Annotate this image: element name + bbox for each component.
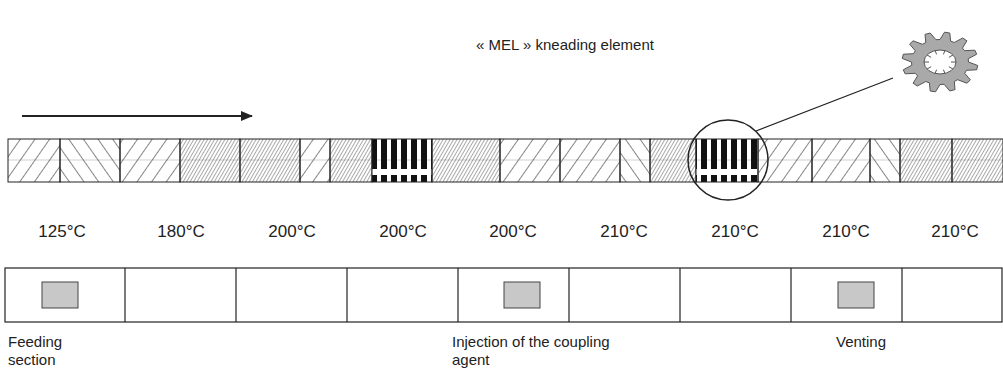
zone-temperature: 210°C bbox=[600, 222, 647, 242]
gear-icon bbox=[902, 32, 977, 92]
screw-element bbox=[500, 139, 560, 182]
gear-outline bbox=[902, 32, 977, 92]
port-square bbox=[42, 282, 78, 308]
screw-element bbox=[330, 139, 372, 182]
screw-element bbox=[432, 139, 500, 182]
section-label: Injection of the coupling agent bbox=[452, 333, 627, 369]
section-label: Venting bbox=[836, 333, 886, 351]
screw-element bbox=[696, 139, 758, 182]
zone-divider bbox=[568, 268, 569, 322]
zone-temperature: 180°C bbox=[157, 222, 204, 242]
zone-temperature: 210°C bbox=[931, 222, 978, 242]
gear-spline bbox=[935, 70, 937, 74]
gear-spline bbox=[927, 67, 931, 69]
gear-spline bbox=[924, 62, 929, 63]
zone-divider bbox=[901, 268, 902, 322]
zone-divider bbox=[124, 268, 125, 322]
gear-spline bbox=[949, 67, 953, 69]
zone-temperature: 200°C bbox=[379, 222, 426, 242]
screw-element bbox=[372, 139, 432, 182]
barrel-zones bbox=[5, 268, 1002, 322]
screw-element bbox=[180, 139, 240, 182]
port-square bbox=[504, 282, 540, 308]
screw-element bbox=[620, 139, 650, 182]
port-square bbox=[838, 282, 874, 308]
section-label: Feeding section bbox=[8, 333, 88, 369]
gear-bore bbox=[924, 50, 956, 74]
zone-divider bbox=[235, 268, 236, 322]
highlight-circle bbox=[688, 120, 768, 200]
screw-element bbox=[60, 139, 120, 182]
zone-divider bbox=[346, 268, 347, 322]
zone-temperature: 200°C bbox=[268, 222, 315, 242]
screw-element bbox=[870, 139, 900, 182]
screw-element bbox=[812, 139, 870, 182]
zone-temperature: 210°C bbox=[711, 222, 758, 242]
gear-spline bbox=[935, 51, 937, 55]
screw-element bbox=[900, 139, 952, 182]
screw-profile bbox=[8, 139, 1003, 182]
screw-axis bbox=[8, 160, 1003, 161]
gear-spline bbox=[927, 55, 931, 57]
screw-element bbox=[120, 139, 180, 182]
zone-temperature: 125°C bbox=[38, 222, 85, 242]
gear-spline bbox=[949, 55, 953, 57]
screw-element bbox=[758, 139, 812, 182]
flow-arrow bbox=[22, 115, 252, 117]
gear-spline bbox=[943, 51, 945, 55]
zone-divider bbox=[457, 268, 458, 322]
screw-element bbox=[300, 139, 330, 182]
screw-element bbox=[240, 139, 300, 182]
gear-spline bbox=[951, 62, 956, 63]
zone-divider bbox=[679, 268, 680, 322]
zone-divider bbox=[790, 268, 791, 322]
gear-spline bbox=[943, 70, 945, 74]
screw-element bbox=[8, 139, 60, 182]
screw-element bbox=[650, 139, 696, 182]
screw-element bbox=[952, 139, 1003, 182]
zone-temperature: 200°C bbox=[489, 222, 536, 242]
screw-element bbox=[560, 139, 620, 182]
zone-temperature: 210°C bbox=[822, 222, 869, 242]
leader-line bbox=[756, 78, 893, 131]
callout-label: « MEL » kneading element bbox=[476, 36, 654, 54]
